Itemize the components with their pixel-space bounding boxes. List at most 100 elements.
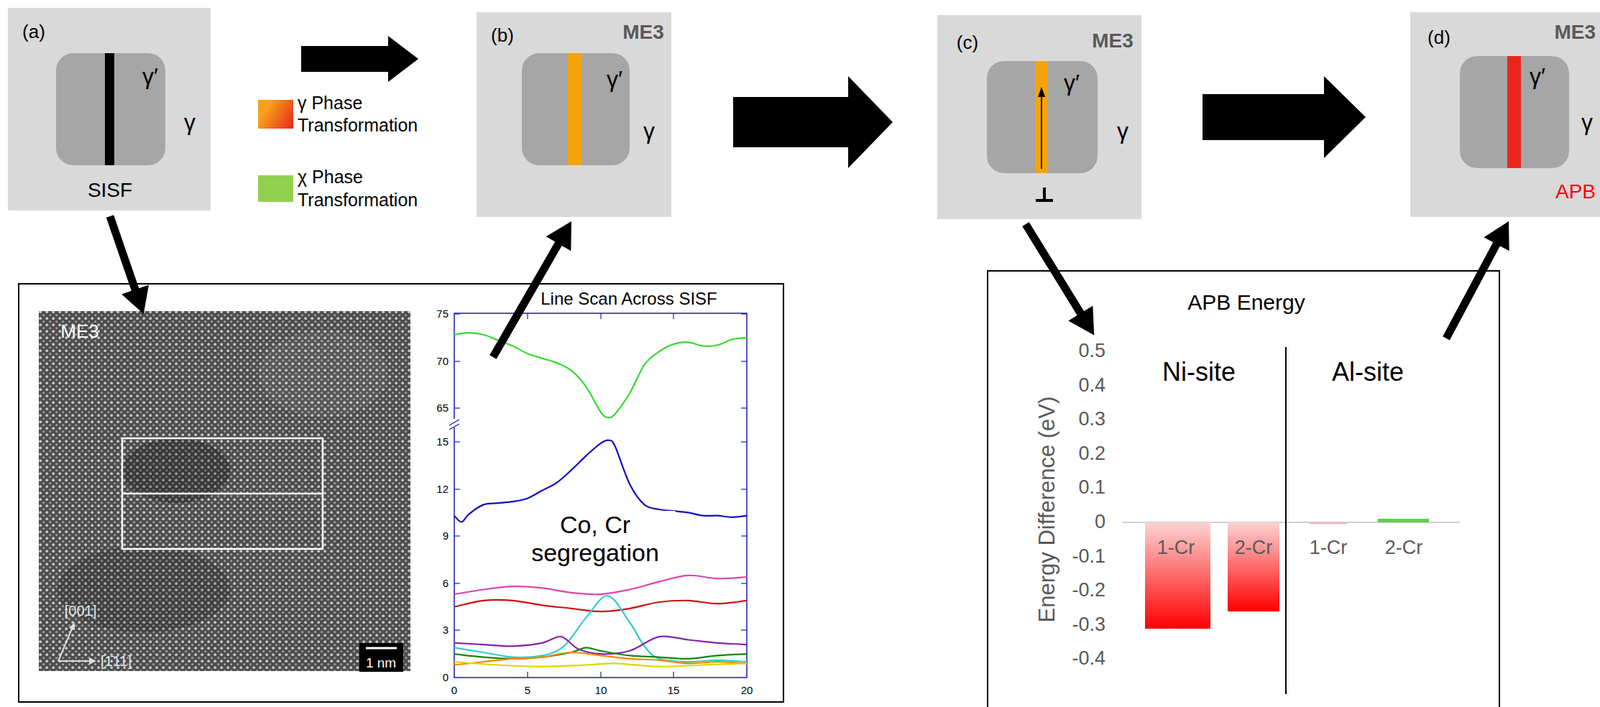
node-text: γ′ <box>1529 63 1546 90</box>
tick <box>600 313 601 320</box>
tick <box>526 672 528 678</box>
tick <box>600 672 601 678</box>
label: 0.3 <box>1078 408 1106 431</box>
fault-band <box>1507 56 1521 169</box>
tick <box>741 360 747 362</box>
label: 3 <box>442 623 449 637</box>
tick <box>454 535 461 537</box>
label: [1̄11] <box>100 653 132 670</box>
node-text: ME3 <box>622 20 665 44</box>
node-text: (b) <box>490 25 514 47</box>
label: Ni-site <box>1162 357 1236 387</box>
tick <box>741 407 747 409</box>
glide-arrow-line <box>1040 95 1043 169</box>
tick <box>454 441 461 443</box>
tick <box>741 535 747 537</box>
axis-arrow-head <box>69 622 75 631</box>
label: 15 <box>667 684 680 697</box>
axis-break <box>449 424 460 430</box>
label: 2-Cr <box>1234 536 1273 560</box>
tick <box>454 629 461 631</box>
scan-line <box>122 493 323 496</box>
scan-curve <box>454 575 747 596</box>
label: -0.2 <box>1071 579 1106 602</box>
flow-arrow <box>301 35 419 82</box>
label: -0.3 <box>1071 613 1106 637</box>
label: -0.4 <box>1071 647 1106 670</box>
axis-arrow <box>58 660 91 662</box>
node-text: ME3 <box>60 321 99 343</box>
node-text: γ′ <box>142 63 159 90</box>
node-text: APB <box>1555 180 1596 204</box>
stage-panel: (b)ME3γγ′ <box>476 12 672 218</box>
fault-band <box>567 53 582 166</box>
tick <box>454 488 461 490</box>
node-text: γ′ <box>1063 69 1080 97</box>
arrow-head <box>121 284 149 315</box>
image-shade <box>258 330 389 417</box>
precipitate-box: γ′ <box>986 61 1098 174</box>
tick <box>454 360 461 362</box>
energy-bar <box>1145 522 1211 629</box>
legend-text: γ Phase Transformation <box>297 92 438 138</box>
axis-arrow <box>58 628 72 662</box>
label: 15 <box>436 435 449 448</box>
axis-break-gap <box>449 419 459 428</box>
tick <box>526 313 528 320</box>
node-text: ME3 <box>1553 20 1596 44</box>
scan-curve <box>454 647 747 659</box>
label: 0 <box>442 671 449 684</box>
label: 1-Cr <box>1309 536 1348 560</box>
scan-box <box>122 438 323 550</box>
tick <box>454 582 461 584</box>
node-text: γ <box>1116 117 1129 145</box>
tick <box>454 407 461 409</box>
legend-swatch <box>258 99 294 129</box>
haadf-image <box>38 311 411 672</box>
axis-arrow-head <box>89 657 97 665</box>
arrow-head <box>1483 221 1509 251</box>
tick <box>741 313 747 315</box>
energy-bar <box>1227 522 1280 612</box>
node-text: Co, Cr segregation <box>515 511 676 568</box>
arrow-head <box>1068 305 1094 335</box>
label: Al-site <box>1331 357 1404 387</box>
label: -0.1 <box>1071 545 1106 568</box>
label: 9 <box>442 529 449 542</box>
energy-chart: APB EnergyEnergy Difference (eV) <box>986 270 1501 707</box>
tick <box>741 629 747 631</box>
node-text: (a) <box>22 21 46 44</box>
node-text: γ <box>184 109 196 136</box>
node-text: Line Scan Across SISF <box>540 288 717 310</box>
legend-text: χ Phase Transformation <box>297 166 438 212</box>
stage-panel: (a)γSISFγ′ <box>7 7 211 211</box>
energy-bar <box>1309 522 1347 525</box>
stage-panel: (d)ME3γAPBγ′ <box>1410 12 1600 218</box>
label: 0.4 <box>1078 374 1106 397</box>
image-shade <box>57 546 231 633</box>
scan-curve <box>454 595 747 662</box>
tick <box>672 672 674 678</box>
scan-curve <box>454 661 747 668</box>
label: 12 <box>436 483 449 496</box>
arrow-head <box>546 221 572 251</box>
tick <box>741 582 747 584</box>
dislocation-line <box>1042 187 1046 201</box>
flow-arrow <box>733 76 893 169</box>
plot-frame <box>454 313 747 678</box>
label: 6 <box>442 577 449 590</box>
tick <box>672 313 674 320</box>
stage-panel: (c)ME3γγ′ <box>937 15 1142 220</box>
precipitate-box: γ′ <box>56 53 166 166</box>
fault-band <box>104 53 115 166</box>
scan-curve <box>454 440 747 523</box>
line-scan-chart: Line Scan Across SISF Co, Cr segregation <box>431 286 752 689</box>
dislocation-symbol <box>1033 184 1056 207</box>
label: 0.5 <box>1078 339 1106 363</box>
node-text: APB Energy <box>1187 290 1305 316</box>
precipitate-box: γ′ <box>521 53 630 166</box>
label: 5 <box>524 684 531 697</box>
figure-frame <box>18 283 784 703</box>
label: [001] <box>64 603 97 620</box>
label: 65 <box>436 401 449 415</box>
